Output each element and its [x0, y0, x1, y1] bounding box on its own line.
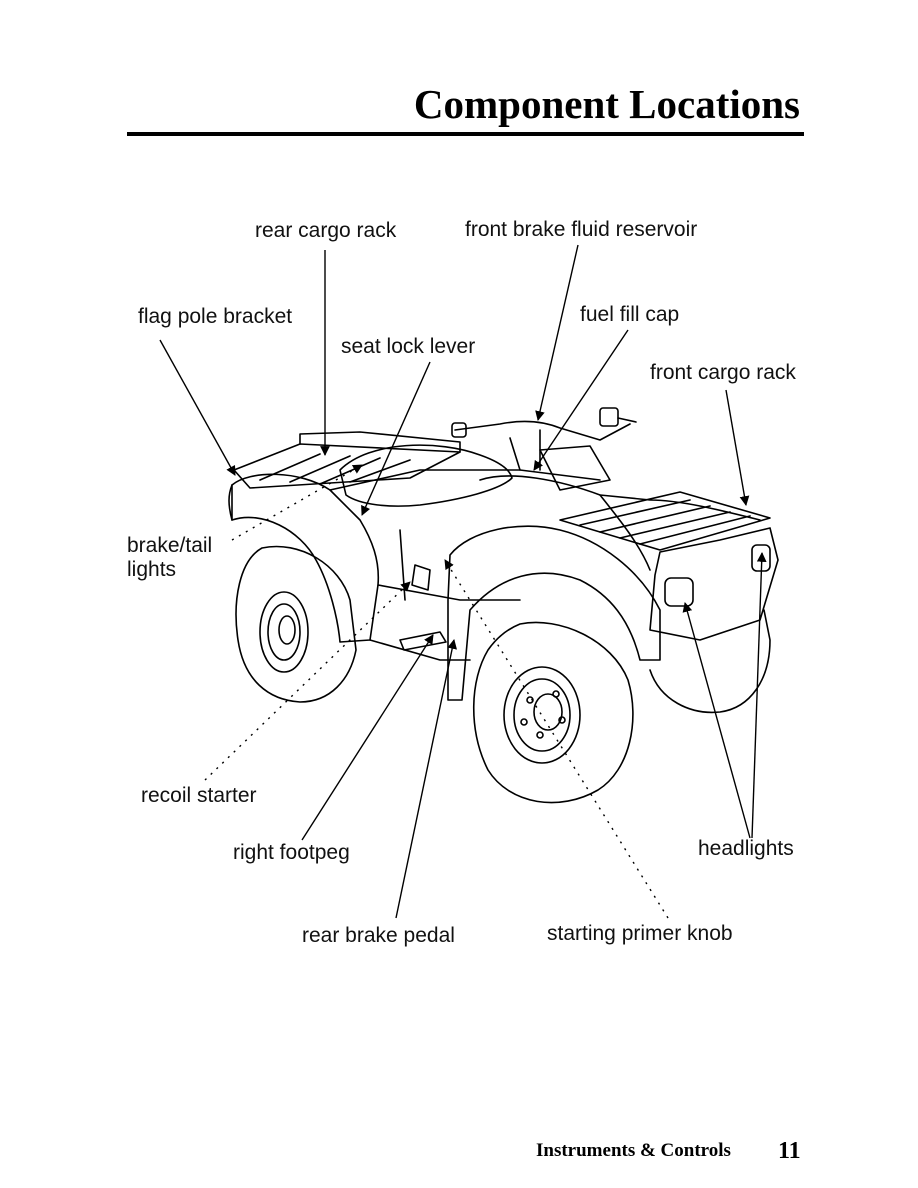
leader-fuel-fill-cap	[533, 329, 629, 471]
label-starting-primer-knob: starting primer knob	[547, 922, 733, 945]
front-bumper	[649, 527, 779, 641]
label-front-cargo-rack: front cargo rack	[650, 361, 796, 384]
label-flag-pole-bracket: flag pole bracket	[138, 305, 293, 328]
headlight-left-drawing	[664, 577, 694, 607]
page-title: Component Locations	[413, 81, 800, 127]
leader-lines	[159, 244, 767, 919]
seat	[339, 444, 513, 507]
leader-starting-primer	[444, 559, 669, 919]
atv-drawing	[228, 407, 779, 804]
title-rule	[127, 132, 804, 136]
leader-flag-pole-bracket	[159, 339, 236, 476]
footer-section-title: Instruments & Controls	[536, 1140, 731, 1161]
label-front-brake-fluid-reservoir: front brake fluid reservoir	[465, 218, 698, 241]
label-rear-brake-pedal: rear brake pedal	[302, 924, 455, 947]
leader-front-cargo-rack	[725, 389, 750, 506]
label-brake-tail: brake/tail	[127, 534, 213, 557]
front-tire-center	[472, 621, 634, 804]
label-lights: lights	[127, 558, 177, 581]
front-rim-center	[503, 666, 581, 764]
label-headlights: headlights	[698, 837, 794, 860]
label-right-footpeg: right footpeg	[233, 841, 350, 864]
rear-tire-left	[235, 545, 357, 703]
leader-seat-lock-lever	[361, 361, 431, 516]
leader-front-brake-fluid	[535, 244, 579, 421]
leader-headlights-b	[751, 552, 767, 839]
leader-right-footpeg	[301, 634, 434, 841]
rear-cargo-rack-drawing	[233, 443, 461, 489]
leader-brake-tail	[231, 464, 363, 541]
page-number: 11	[778, 1138, 801, 1164]
rear-rim-left	[259, 591, 309, 673]
front-fender	[447, 525, 661, 701]
label-seat-lock-lever: seat lock lever	[341, 335, 476, 358]
leader-headlights-a	[682, 602, 751, 839]
label-fuel-fill-cap: fuel fill cap	[580, 303, 680, 326]
leader-rear-brake-pedal	[395, 639, 457, 919]
front-cargo-rack-drawing	[559, 491, 771, 551]
label-rear-cargo-rack: rear cargo rack	[255, 219, 397, 242]
dotted-leaders	[204, 464, 669, 919]
front-tire-right	[649, 609, 771, 714]
handlebar	[454, 420, 631, 441]
label-recoil-starter: recoil starter	[141, 784, 257, 807]
